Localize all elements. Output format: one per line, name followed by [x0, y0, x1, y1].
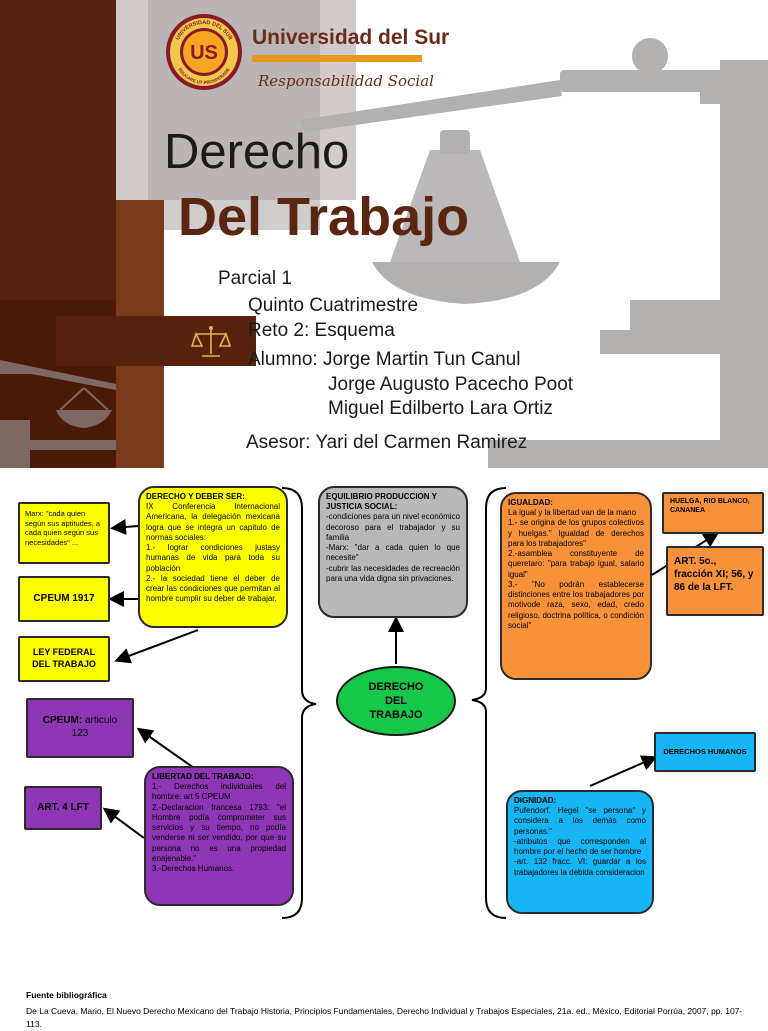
libertad-title: LIBERTAD DEL TRABAJO:	[152, 772, 254, 781]
bibliography-body: De La Cueva, Mario, El Nuevo Derecho Mex…	[26, 1006, 743, 1030]
title-line-2: Del Trabajo	[178, 187, 470, 247]
scale-icon	[190, 326, 232, 357]
term-label: Quinto Cuatrimestre	[248, 295, 419, 316]
libertad-body: 1.- Derechos individuales del hombre: ar…	[152, 782, 286, 874]
arrow-to-ley-federal	[114, 629, 199, 664]
derecho-del-trabajo-node: DERECHO DEL TRABAJO	[336, 666, 456, 736]
arrow-to-derechos-humanos	[589, 755, 658, 787]
igualdad-title: IGUALDAD:	[508, 498, 553, 507]
art5-box: ART. 5o., fracción XI; 56, y 86 de la LF…	[666, 546, 764, 616]
arrow-to-art4	[102, 807, 145, 839]
cpeum-article-box: CPEUM: articulo 123	[26, 698, 134, 758]
partial-label: Parcial 1	[218, 268, 292, 289]
arrow-to-cpeum-art	[136, 727, 195, 769]
derecho-deber-body: IX Conferencia Internacional Americana, …	[146, 502, 280, 604]
huelga-box: HUELGA, RIO BLANCO, CANANEA	[662, 492, 764, 534]
ley-federal-box: LEY FEDERAL DEL TRABAJO	[18, 636, 110, 682]
challenge-label: Reto 2: Esquema	[248, 320, 395, 341]
cover-section: UNIVERSIDAD DEL SUR EDUCARE UT PROSPERAR…	[0, 0, 768, 468]
dignidad-box: DIGNIDAD: Pufendorf. Hegel "se persona" …	[506, 790, 654, 914]
marx-quote-box: Marx: "cada quien según sus aptitudes, a…	[18, 502, 110, 564]
title-line-1: Derecho	[164, 125, 350, 179]
art4-lft-box: ART. 4 LFT	[24, 786, 102, 830]
university-name: Universidad del Sur	[252, 26, 450, 49]
student-1: Alumno: Jorge Martin Tun Canul	[248, 349, 521, 370]
dignidad-body: Pufendorf. Hegel "se persona" y consider…	[514, 806, 646, 877]
university-slogan: Responsabilidad Social	[258, 72, 434, 90]
university-underline	[252, 55, 422, 62]
arrow-to-marx	[110, 519, 139, 535]
bibliography-title: Fuente bibliográfica	[26, 990, 107, 1000]
cpeum-1917-box: CPEUM 1917	[18, 576, 110, 622]
igualdad-body: La igual y la libertad van de la mano 1.…	[508, 508, 644, 630]
dignidad-title: DIGNIDAD:	[514, 796, 557, 805]
bibliography: Fuente bibliográfica De La Cueva, Mario,…	[26, 990, 756, 1031]
advisor-label: Asesor: Yari del Carmen Ramirez	[246, 432, 528, 453]
svg-text:US: US	[190, 42, 218, 64]
student-3: Miguel Edilberto Lara Ortiz	[328, 398, 553, 419]
igualdad-box: IGUALDAD: La igual y la libertad van de …	[500, 492, 652, 680]
derecho-deber-title: DERECHO Y DEBER SER:	[146, 492, 245, 501]
derecho-deber-box: DERECHO Y DEBER SER: IX Conferencia Inte…	[138, 486, 288, 628]
concept-map: Marx: "cada quien según sus aptitudes, a…	[0, 468, 768, 988]
equilibrio-body: -condiciones para un nivel económico dec…	[326, 512, 460, 583]
equilibrio-title: EQUILIBRIO PRODUCCION Y JUSTICIA SOCIAL:	[326, 492, 437, 512]
derechos-humanos-box: DERECHOS HUMANOS	[654, 732, 756, 772]
libertad-box: LIBERTAD DEL TRABAJO: 1.- Derechos indiv…	[144, 766, 294, 906]
student-2: Jorge Augusto Pacecho Poot	[328, 374, 574, 395]
scale-of-justice-graphic	[0, 38, 768, 468]
university-logo: UNIVERSIDAD DEL SUR EDUCARE UT PROSPERAR…	[164, 12, 244, 92]
equilibrio-box: EQUILIBRIO PRODUCCION Y JUSTICIA SOCIAL:…	[318, 486, 468, 618]
